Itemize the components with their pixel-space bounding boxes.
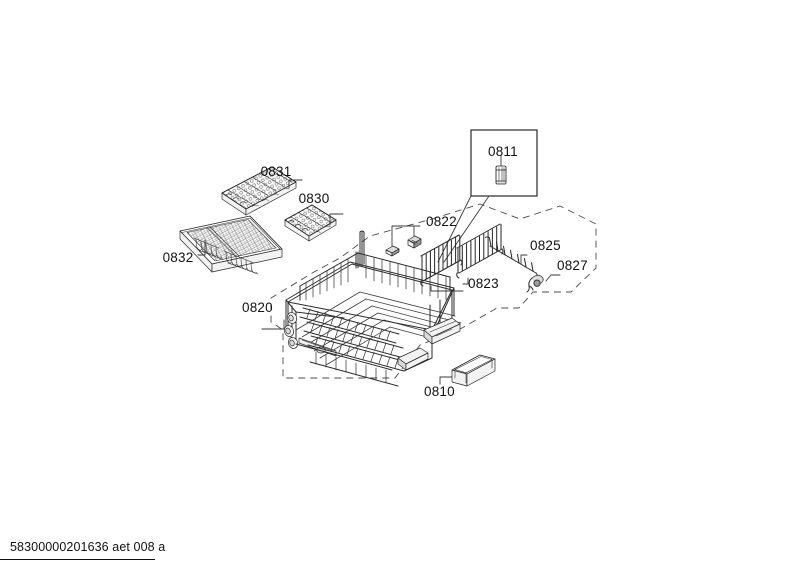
part-0823-tine-rack-double: 0823 [420, 223, 504, 292]
part-label-0810: 0810 [424, 384, 455, 399]
basket-rollers [283, 312, 337, 357]
tine-row-front [456, 223, 504, 279]
part-label-0832: 0832 [163, 250, 194, 265]
basket-inner-tines [299, 307, 408, 372]
tine-row-back [420, 234, 463, 287]
clip-b [385, 245, 400, 257]
part-0825-tine-rack-single: 0825 [485, 236, 561, 278]
part-0831-insert-long: 0831 [221, 164, 303, 216]
part-0830-insert-short: 0830 [284, 191, 344, 242]
part-label-0822: 0822 [426, 214, 457, 229]
part-label-0820: 0820 [242, 300, 273, 315]
part-label-0831: 0831 [261, 164, 292, 179]
clip-a [407, 235, 422, 249]
assembly-zone-boundary [270, 203, 597, 379]
footer-reference-text: 58300000201636 aet 008 a [10, 540, 165, 554]
detail-callout-0811: 0811 [437, 129, 538, 263]
part-label-0811: 0811 [488, 144, 518, 159]
part-0820-upper-basket: 0820 [242, 230, 462, 387]
part-label-0825: 0825 [530, 238, 561, 253]
part-label-0830: 0830 [299, 191, 330, 206]
part-0810-small-tray: 0810 [424, 354, 496, 399]
part-label-0827: 0827 [557, 258, 588, 273]
footer: 58300000201636 aet 008 a [0, 540, 165, 560]
part-label-0823: 0823 [468, 276, 499, 291]
part-0827-retaining-hook: 0827 [526, 258, 588, 293]
roller-pin-part [495, 165, 507, 185]
part-0832-tray-base: 0832 [163, 215, 283, 275]
part-0822-clips: 0822 [385, 214, 457, 257]
